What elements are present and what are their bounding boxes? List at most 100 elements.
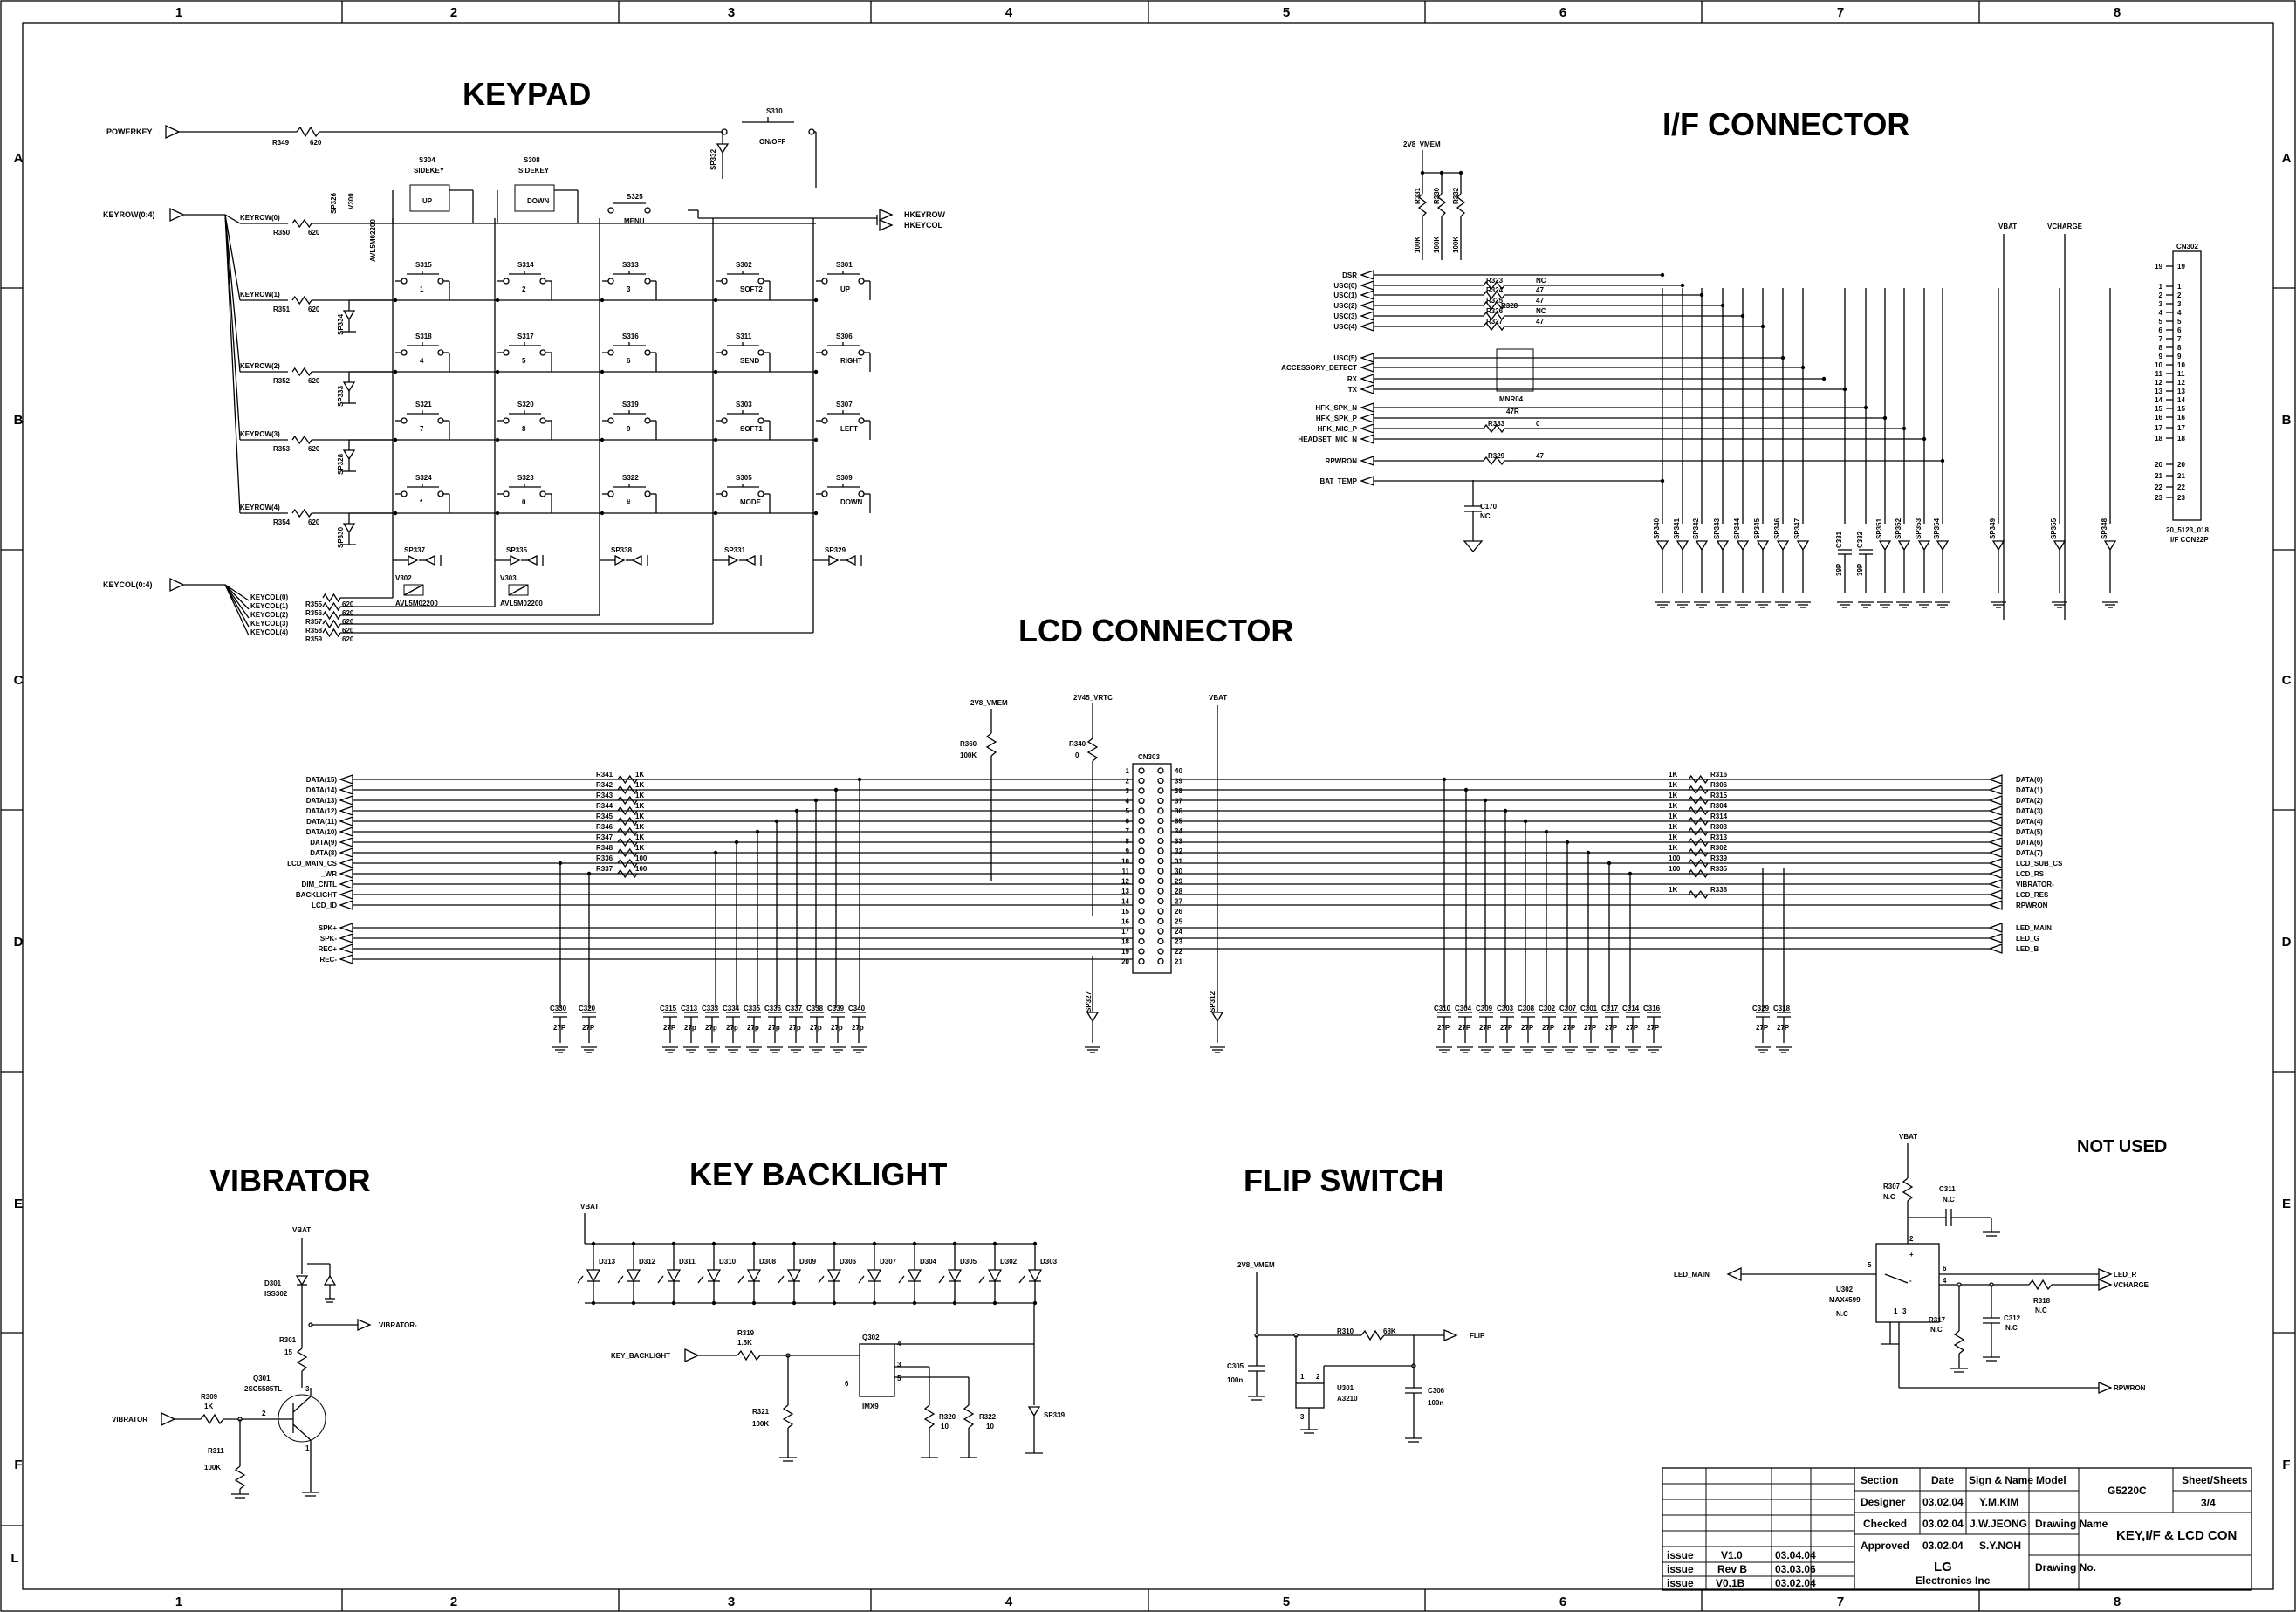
- led-symbol-8: [907, 1269, 922, 1283]
- q302-pin-5: 5: [897, 1375, 901, 1382]
- lcd-lres-7: R348: [596, 844, 613, 852]
- key-ref-s307: S307: [836, 401, 853, 408]
- ifc-conn-pinl-1: 1: [2159, 283, 2163, 291]
- lcd-rnet-8: LCD_SUB_CS: [2016, 860, 2063, 868]
- v300-part: AVL5M02200: [369, 219, 377, 262]
- key-label-s323: 0: [522, 498, 526, 506]
- lcd-pin-r-3: 37: [1175, 798, 1182, 806]
- sidekey-ref-1: S308: [524, 156, 540, 164]
- ifc-conn-pin-3: 3: [2177, 300, 2182, 308]
- lcd-rnet-10: VIBRATOR-: [2016, 881, 2054, 888]
- led-symbol-3: [706, 1269, 722, 1283]
- ifc-net-6: USC(5): [1333, 354, 1357, 362]
- lcd-rcap-val-0: 27P: [1437, 1024, 1450, 1032]
- led-ref-d312: D312: [639, 1258, 656, 1266]
- tb-date-label: Date: [1931, 1474, 1954, 1486]
- key-label-s321: 7: [420, 425, 424, 433]
- u301-part: A3210: [1337, 1395, 1358, 1403]
- title-block: Section Date Sign & Name Model G5220C Sh…: [1662, 1467, 2252, 1591]
- tb-issue-2-ver: Rev B: [1717, 1563, 1747, 1575]
- lcd-pin-l-19: 20: [1121, 958, 1129, 966]
- u302-pin-1: 1: [1894, 1307, 1898, 1315]
- lcd-rresval-2: 1K: [1669, 792, 1677, 799]
- lcd-pin-l-2: 3: [1126, 787, 1130, 795]
- key-ref-s321: S321: [415, 401, 432, 408]
- lcd-rres-5: R303: [1710, 823, 1728, 831]
- ifc-conn-pin-0: 19: [2177, 263, 2185, 271]
- ifc-resval-1: NC: [1536, 277, 1546, 285]
- lcd-lresval-4: 1K: [635, 813, 644, 820]
- ifc-sp-4: SP344: [1733, 518, 1741, 539]
- sp332-label: SP332: [709, 148, 717, 170]
- q301-pin-3: 3: [305, 1385, 310, 1393]
- flip-out: FLIP: [1470, 1332, 1485, 1340]
- lcd-lres-4: R345: [596, 813, 613, 820]
- lcd-rnet-0: DATA(0): [2016, 776, 2043, 784]
- tb-approved-label: Approved: [1861, 1540, 1909, 1552]
- zone-col-5-bottom: 5: [1283, 1595, 1290, 1609]
- vib-in: VIBRATOR: [112, 1416, 147, 1423]
- lcd-lnet-16: REC-: [319, 956, 337, 964]
- ifc-sp-11: SP352: [1895, 518, 1902, 539]
- ifc-sp-5: SP345: [1753, 518, 1761, 539]
- tb-issue-3-date: 03.02.04: [1775, 1577, 1816, 1589]
- bl-vbat: VBAT: [580, 1203, 599, 1211]
- keyrow-port: KEYROW(0:4): [103, 210, 155, 219]
- ifc-net-3: USC(2): [1333, 302, 1357, 310]
- vib-out: VIBRATOR-: [379, 1321, 417, 1329]
- keyrow-net-4: KEYROW(4): [240, 504, 280, 511]
- keyrow-net-2: KEYROW(2): [240, 362, 280, 370]
- ifc-conn-pinl-20: 21: [2155, 472, 2162, 480]
- lcd-rcap-val-2: 27P: [1479, 1024, 1492, 1032]
- varistor-0: [403, 584, 424, 596]
- keyrow-res-3: R353: [273, 445, 291, 453]
- lcd-lnet-10: DIM_CNTL: [302, 881, 338, 888]
- lcd-pin-r-9: 31: [1175, 858, 1182, 866]
- keyrow-res-2: R352: [273, 377, 291, 385]
- lcd-pin-l-8: 9: [1126, 847, 1130, 855]
- zone-row-f: F: [14, 1458, 22, 1472]
- lcd-lcap-val-6: 27p: [747, 1024, 759, 1032]
- lcd-rresval-1: 1K: [1669, 781, 1677, 789]
- q301-part: 2SC5585TL: [244, 1385, 282, 1393]
- lcd-rres-0: R316: [1710, 771, 1728, 779]
- lcd-lresval-0: 1K: [635, 771, 644, 779]
- lcd-pin-r-11: 29: [1175, 878, 1182, 886]
- r349-val: 620: [310, 139, 322, 147]
- keyrow-res-1: R351: [273, 305, 291, 313]
- s310-label: ON/OFF: [759, 138, 785, 146]
- lcd-lres-9: R337: [596, 865, 613, 873]
- r319-val: 1.5K: [737, 1339, 752, 1347]
- v300-label: V300: [347, 193, 355, 209]
- c306-val: 100n: [1428, 1399, 1443, 1407]
- ifc-net-15: BAT_TEMP: [1319, 477, 1357, 485]
- lcd-xcap-val-0: 27P: [1756, 1024, 1769, 1032]
- lcd-lnet-1: DATA(14): [306, 786, 338, 794]
- ifc-conn-pin-19: 20: [2177, 461, 2185, 469]
- menu-label: MENU: [624, 217, 645, 225]
- lcd-lnet-9: _WR: [320, 870, 337, 878]
- lcd-pin-l-11: 12: [1121, 878, 1129, 886]
- menu-ref: S325: [627, 193, 643, 201]
- zone-col-5: 5: [1283, 5, 1290, 20]
- lcd-rcap-ref-8: C317: [1601, 1005, 1619, 1012]
- lcd-lcap-val-9: 27p: [810, 1024, 822, 1032]
- ifc-conn-pinl-10: 10: [2155, 361, 2162, 369]
- ifc-resval-4: NC: [1536, 307, 1546, 315]
- lcd-rres-3: R304: [1710, 802, 1728, 810]
- c305-ref: C305: [1227, 1362, 1244, 1370]
- lcd-rres-9: R335: [1710, 865, 1728, 873]
- lcd-rresval-8: 100: [1669, 854, 1681, 862]
- ifc-res-12: R333: [1488, 420, 1505, 428]
- key-label-s305: MODE: [740, 498, 762, 506]
- lcd-lnet-5: DATA(10): [306, 828, 338, 836]
- zone-col-6-bottom: 6: [1559, 1595, 1566, 1609]
- ifc-conn-pin-11: 11: [2177, 370, 2185, 378]
- key-ref-s315: S315: [415, 261, 432, 269]
- lcd-lcap-ref-11: C340: [848, 1005, 866, 1012]
- ifc-net-9: TX: [1348, 386, 1358, 394]
- ifc-port-15: [1360, 476, 1374, 486]
- lcd-rres-11: R338: [1710, 886, 1728, 894]
- keyrow-res-4: R354: [273, 518, 291, 526]
- ifc-conn-pinl-12: 12: [2155, 379, 2162, 387]
